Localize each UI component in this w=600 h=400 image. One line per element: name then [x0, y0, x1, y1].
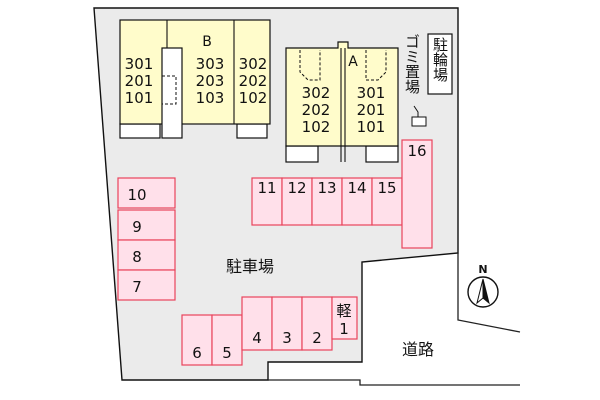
building-b-notch-right: [236, 123, 268, 139]
building-b-stair: [161, 75, 177, 105]
unit-b-302: 302: [239, 55, 268, 73]
unit-b-101: 101: [125, 89, 154, 107]
garbage-area-label: ゴミ置場: [403, 34, 421, 94]
building-b: B 301 201 101 303 203 103 302 202 102: [119, 19, 271, 139]
unit-b-103: 103: [196, 89, 225, 107]
parking-space-8-number: 8: [132, 248, 142, 266]
parking-space-11-box: [251, 177, 283, 226]
parking-space-15-box: [371, 177, 403, 226]
parking-space-6-number: 6: [192, 344, 202, 362]
parking-space-4-box: [241, 296, 273, 351]
parking-space-7-number: 7: [132, 278, 142, 296]
building-a-notch-right: [365, 145, 399, 163]
parking-space-10-box: [117, 177, 176, 209]
parking-space-14-box: [341, 177, 373, 226]
unit-b-201: 201: [125, 72, 154, 90]
parking-spaces: 10 9 8 7 11 12 13 14 15 16 6 5 4 3 2軽1: [117, 139, 433, 366]
unit-a-301: 301: [357, 84, 386, 102]
building-a-body: [285, 41, 399, 147]
road-edge-bottom: [268, 379, 520, 386]
parking-space-5-box: [211, 314, 243, 366]
unit-b-202: 202: [239, 72, 268, 90]
north-arrow-needle-right: [482, 278, 490, 305]
parking-space-3-box: [271, 296, 303, 351]
parking-space-16-number: 16: [407, 142, 426, 160]
unit-a-201: 201: [357, 101, 386, 119]
parking-space-9-box: [117, 209, 176, 241]
parking-space-kei-number: 1: [339, 320, 349, 338]
parking-space-11-number: 11: [257, 179, 276, 197]
building-a-notch-left: [285, 145, 319, 163]
garbage-area-box: [411, 116, 427, 127]
parking-space-kei-box: [331, 296, 358, 340]
parking-space-4-number: 4: [252, 329, 262, 347]
building-b-name: B: [202, 34, 212, 50]
bicycle-parking: 駐輪場: [427, 33, 453, 95]
parking-space-7-box: [117, 269, 176, 301]
unit-b-102: 102: [239, 89, 268, 107]
garbage-area-leader: [413, 105, 419, 118]
unit-a-102: 102: [302, 118, 331, 136]
parking-space-2-number: 2: [312, 329, 322, 347]
parking-space-kei-label: 軽: [336, 302, 351, 320]
building-b-notch-left: [119, 123, 161, 139]
road-label: 道路: [402, 340, 434, 359]
parking-space-12-number: 12: [287, 179, 306, 197]
parking-space-10-number: 10: [127, 186, 146, 204]
unit-a-101: 101: [357, 118, 386, 136]
parking-space-13-box: [311, 177, 343, 226]
parking-space-13-number: 13: [317, 179, 336, 197]
parking-space-14-number: 14: [347, 179, 366, 197]
unit-b-303: 303: [196, 55, 225, 73]
building-b-body: [119, 19, 271, 125]
north-arrow: N: [467, 263, 499, 308]
building-b-corridor: [161, 47, 183, 139]
building-a-stair: [299, 50, 321, 81]
parking-space-15-number: 15: [377, 179, 396, 197]
parking-space-12-box: [281, 177, 313, 226]
parking-space-6-box: [181, 314, 213, 366]
parking-space-5-number: 5: [222, 344, 232, 362]
unit-b-301: 301: [125, 55, 154, 73]
road-edge-top: [457, 253, 521, 333]
unit-a-302: 302: [302, 84, 331, 102]
parking-space-16-box: [401, 139, 433, 249]
unit-b-203: 203: [196, 72, 225, 90]
parking-space-9-number: 9: [132, 218, 142, 236]
parking-space-2-box: [301, 296, 333, 351]
garbage-area: ゴミ置場: [403, 34, 427, 127]
building-a: A 302 202 102 301 201 101: [285, 41, 399, 163]
parking-lot-label: 駐車場: [226, 257, 274, 276]
building-a-name: A: [348, 54, 358, 70]
bicycle-parking-label: 駐輪場: [431, 37, 449, 82]
north-arrow-label: N: [478, 263, 487, 276]
parking-space-3-number: 3: [282, 329, 292, 347]
building-a-stair: [365, 50, 387, 81]
parking-space-8-box: [117, 239, 176, 271]
bicycle-parking-box: [427, 33, 453, 95]
unit-a-202: 202: [302, 101, 331, 119]
